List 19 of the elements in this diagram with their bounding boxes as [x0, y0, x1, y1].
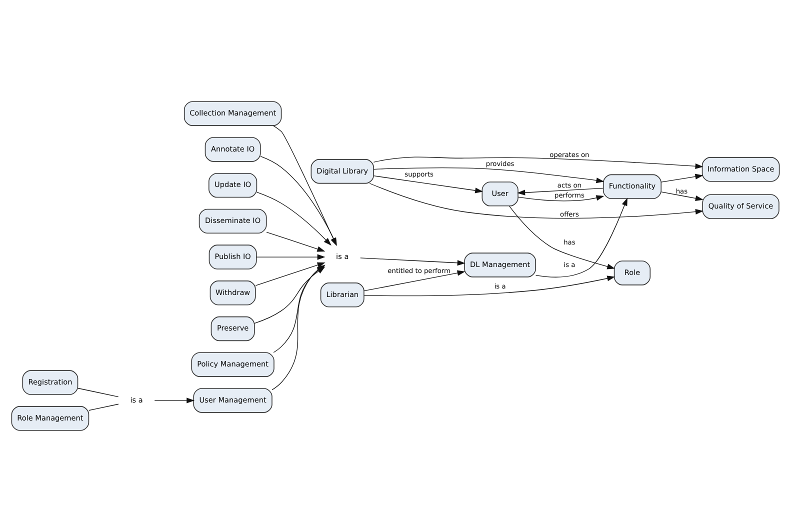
arrow	[256, 191, 332, 246]
arrow	[364, 270, 466, 291]
arrow	[256, 254, 326, 260]
connector	[88, 403, 119, 410]
arrow	[517, 187, 604, 195]
arrow	[364, 275, 616, 296]
arrow	[373, 174, 484, 193]
arrow	[369, 182, 704, 218]
connector	[78, 387, 119, 397]
arrow	[508, 205, 616, 269]
arrow	[518, 194, 604, 201]
arrow	[373, 156, 704, 168]
arrow	[661, 173, 704, 182]
arrow	[373, 166, 604, 183]
arrow	[154, 397, 195, 403]
arrow	[266, 231, 326, 252]
arrow	[535, 197, 628, 277]
arrow	[661, 191, 704, 201]
arrow	[360, 257, 466, 266]
